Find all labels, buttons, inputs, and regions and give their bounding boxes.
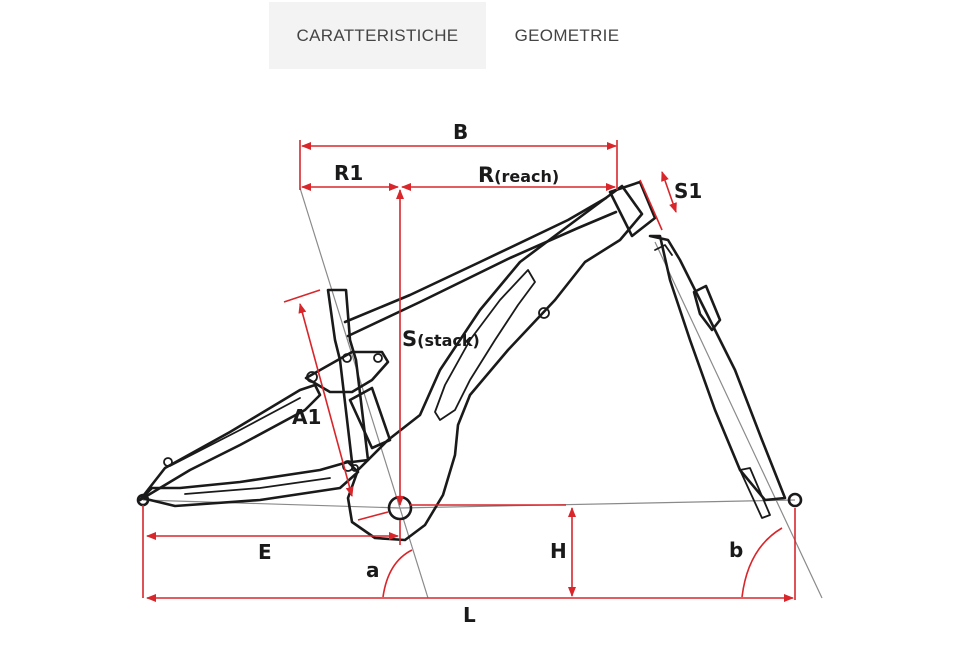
dimension-labels: B R1 R(reach) S1 S(stack) A1 E H a b L bbox=[258, 120, 743, 627]
angle-b-arc bbox=[741, 527, 783, 598]
tab-geometrie[interactable]: GEOMETRIE bbox=[514, 25, 620, 45]
tab-caratteristiche[interactable]: CARATTERISTICHE bbox=[269, 2, 486, 69]
label-s1: S1 bbox=[674, 179, 702, 203]
label-stack: S(stack) bbox=[402, 327, 480, 351]
label-l: L bbox=[463, 603, 476, 627]
angle-a-arc bbox=[382, 549, 413, 598]
label-h: H bbox=[550, 539, 567, 563]
label-a: a bbox=[366, 558, 380, 582]
tab-bar: CARATTERISTICHE GEOMETRIE bbox=[269, 2, 648, 69]
dim-a1 bbox=[298, 303, 354, 497]
label-b: B bbox=[453, 120, 468, 144]
label-reach: R(reach) bbox=[478, 163, 559, 187]
dimension-lines bbox=[142, 140, 796, 602]
label-b-angle: b bbox=[729, 538, 743, 562]
label-a1: A1 bbox=[292, 405, 321, 429]
label-e: E bbox=[258, 540, 272, 564]
bike-frame bbox=[136, 180, 803, 542]
label-r1: R1 bbox=[334, 161, 363, 185]
dim-s1 bbox=[639, 179, 663, 231]
